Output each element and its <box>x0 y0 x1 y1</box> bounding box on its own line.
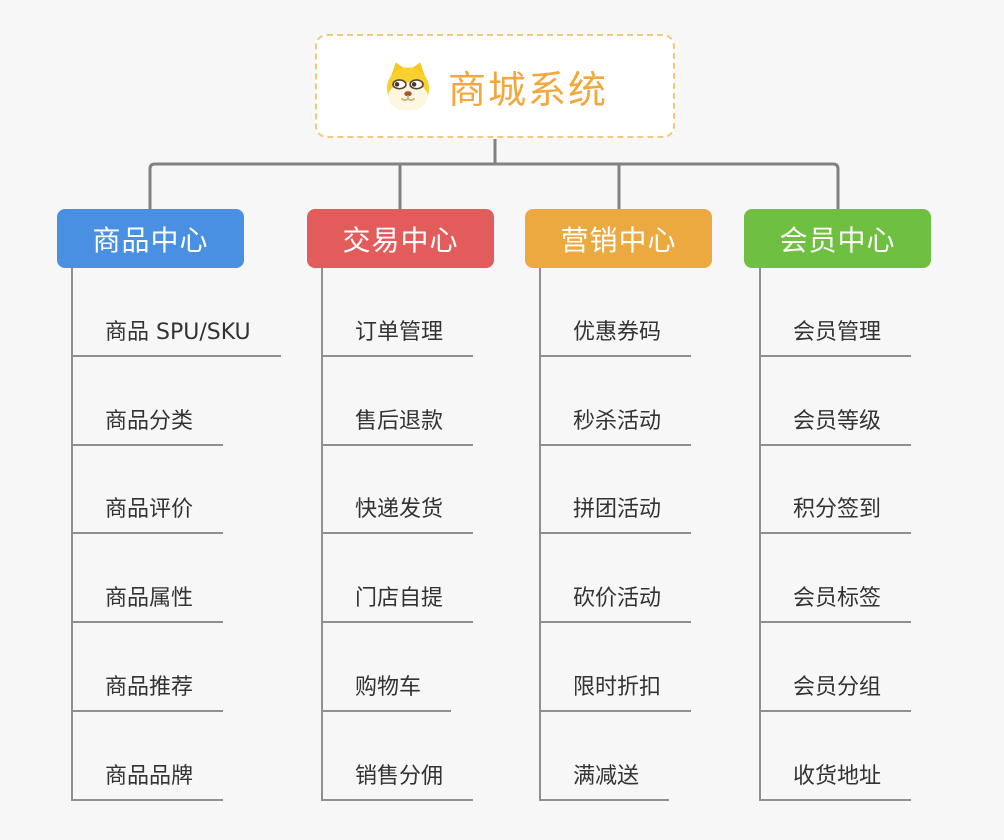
leaf-node[interactable]: 商品推荐 <box>73 623 281 712</box>
branch-header-trade-center[interactable]: 交易中心 <box>307 209 494 268</box>
leaf-node[interactable]: 限时折扣 <box>541 623 692 712</box>
leaf-label[interactable]: 商品属性 <box>73 580 224 624</box>
leaf-label[interactable]: 售后退款 <box>323 403 474 446</box>
leaf-label[interactable]: 限时折扣 <box>541 669 692 712</box>
leaf-node[interactable]: 订单管理 <box>323 268 474 357</box>
leaf-label[interactable]: 销售分佣 <box>323 758 474 801</box>
leaf-label[interactable]: 秒杀活动 <box>541 403 692 446</box>
leaf-label[interactable]: 购物车 <box>323 669 452 712</box>
leaf-label[interactable]: 商品品牌 <box>73 758 224 801</box>
leaf-node[interactable]: 商品评价 <box>73 446 281 535</box>
leaf-node[interactable]: 秒杀活动 <box>541 357 692 446</box>
leaf-node[interactable]: 积分签到 <box>761 446 912 535</box>
root-node[interactable]: 商城系统 <box>315 34 675 138</box>
leaf-node[interactable]: 会员分组 <box>761 623 912 712</box>
leaf-label[interactable]: 商品分类 <box>73 403 224 446</box>
leaf-label[interactable]: 商品评价 <box>73 491 224 535</box>
leaf-node[interactable]: 商品品牌 <box>73 712 281 801</box>
leaf-node[interactable]: 会员等级 <box>761 357 912 446</box>
leaf-label[interactable]: 会员管理 <box>761 314 912 357</box>
leaf-node[interactable]: 商品属性 <box>73 534 281 624</box>
leaf-node[interactable]: 满减送 <box>541 712 691 801</box>
leaf-node[interactable]: 会员管理 <box>761 268 912 357</box>
leaf-node[interactable]: 销售分佣 <box>323 712 474 801</box>
branch-header-member-center[interactable]: 会员中心 <box>744 209 931 268</box>
leaf-label[interactable]: 砍价活动 <box>541 580 692 624</box>
leaf-node[interactable]: 收货地址 <box>761 712 912 801</box>
leaf-label[interactable]: 收货地址 <box>761 758 912 801</box>
root-title: 商城系统 <box>447 67 608 112</box>
leaf-node[interactable]: 门店自提 <box>323 534 474 624</box>
leaf-label[interactable]: 会员标签 <box>761 580 912 624</box>
branch-header-marketing-center[interactable]: 营销中心 <box>525 209 712 268</box>
leaf-node[interactable]: 会员标签 <box>761 534 912 624</box>
leaf-label[interactable]: 商品推荐 <box>73 669 224 712</box>
branch-header-product-center[interactable]: 商品中心 <box>57 209 244 268</box>
leaf-node[interactable]: 快递发货 <box>323 446 474 535</box>
leaf-node[interactable]: 购物车 <box>323 623 473 712</box>
leaf-node[interactable]: 商品分类 <box>73 357 281 446</box>
leaf-label[interactable]: 拼团活动 <box>541 491 692 535</box>
leaf-node[interactable]: 砍价活动 <box>541 534 692 624</box>
leaf-node[interactable]: 商品 SPU/SKU <box>73 268 281 357</box>
branch-column-marketing: 优惠券码 秒杀活动 拼团活动 砍价活动 限时折扣 满减送 <box>539 268 692 801</box>
leaf-label[interactable]: 快递发货 <box>323 491 474 535</box>
leaf-label[interactable]: 商品 SPU/SKU <box>73 314 281 357</box>
leaf-label[interactable]: 会员等级 <box>761 403 912 446</box>
leaf-label[interactable]: 满减送 <box>541 758 670 801</box>
branch-column-trade: 订单管理 售后退款 快递发货 门店自提 购物车 销售分佣 <box>321 268 474 801</box>
leaf-node[interactable]: 售后退款 <box>323 357 474 446</box>
leaf-label[interactable]: 门店自提 <box>323 580 474 624</box>
leaf-label[interactable]: 会员分组 <box>761 669 912 712</box>
leaf-node[interactable]: 优惠券码 <box>541 268 692 357</box>
leaf-label[interactable]: 积分签到 <box>761 491 912 535</box>
leaf-label[interactable]: 优惠券码 <box>541 314 692 357</box>
branch-column-product: 商品 SPU/SKU 商品分类 商品评价 商品属性 商品推荐 商品品牌 <box>71 268 281 801</box>
dog-face-icon <box>382 60 434 112</box>
branch-column-member: 会员管理 会员等级 积分签到 会员标签 会员分组 收货地址 <box>759 268 912 801</box>
leaf-node[interactable]: 拼团活动 <box>541 446 692 535</box>
leaf-label[interactable]: 订单管理 <box>323 314 474 357</box>
